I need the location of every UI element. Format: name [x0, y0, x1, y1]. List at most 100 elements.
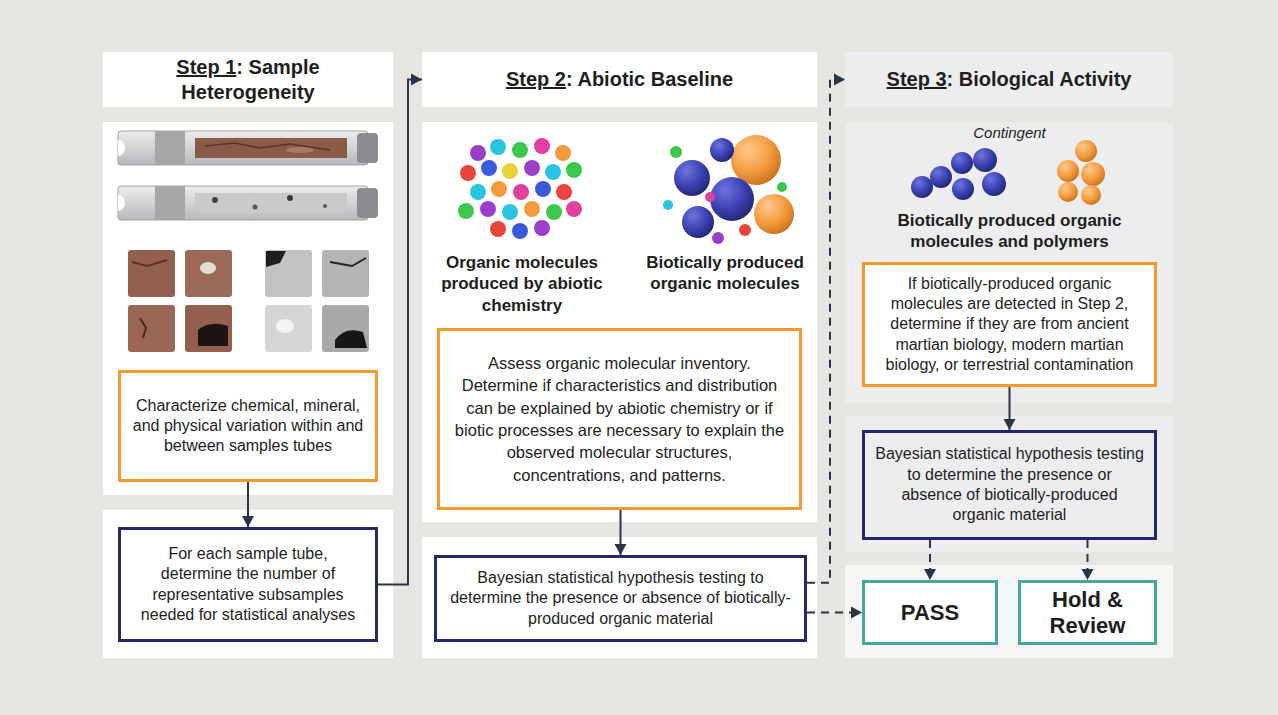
molecule — [502, 204, 518, 220]
dashed-connector — [807, 74, 845, 583]
box-text: Characterize chemical, mineral, and phys… — [129, 396, 367, 457]
molecule — [470, 184, 486, 200]
text-wrap: Characterize chemical, mineral, and phys… — [129, 396, 367, 457]
molecule — [490, 139, 506, 155]
molecule — [534, 138, 550, 154]
sample-tube — [118, 186, 378, 220]
connector-line — [247, 482, 249, 527]
box-text: Hold & Review — [1029, 587, 1146, 638]
connector-line — [929, 540, 931, 580]
molecule — [546, 204, 562, 220]
process-box: Bayesian statistical hypothesis testing … — [434, 555, 807, 642]
molecule-caption: Organic molecules produced by abiotic ch… — [430, 252, 614, 316]
text-wrap: Bayesian statistical hypothesis testing … — [447, 568, 794, 629]
arrow-head — [242, 516, 254, 527]
rock-texture — [200, 262, 216, 274]
molecule — [982, 172, 1006, 196]
rock-texture — [335, 330, 367, 348]
molecule — [566, 162, 582, 178]
molecule — [710, 138, 734, 162]
molecule — [460, 165, 476, 181]
sample-square — [265, 250, 312, 297]
molecule — [663, 200, 673, 210]
connector — [1004, 387, 1016, 430]
box-text: PASS — [901, 600, 959, 625]
box-text: For each sample tube, determine the numb… — [131, 544, 365, 625]
text-wrap: Bayesian statistical hypothesis testing … — [875, 444, 1144, 525]
outcome-box: PASS — [862, 580, 998, 645]
molecule — [556, 184, 572, 200]
tube-band — [155, 186, 185, 220]
connector-line — [378, 80, 422, 585]
process-box: If biotically-produced organic molecules… — [862, 262, 1157, 387]
molecule — [555, 145, 571, 161]
polymer-molecules — [911, 140, 1105, 205]
rock-texture — [286, 147, 314, 153]
connector-line — [807, 80, 845, 583]
molecule — [1057, 160, 1079, 182]
connector — [378, 74, 422, 585]
connector — [615, 510, 627, 555]
connector-line — [1009, 387, 1011, 430]
sample-square — [128, 305, 175, 352]
tube-notch — [118, 195, 125, 211]
process-box: For each sample tube, determine the numb… — [118, 527, 378, 642]
molecule — [513, 184, 529, 200]
molecule — [524, 201, 540, 217]
biotic-molecules — [663, 135, 794, 244]
connector-line — [807, 612, 862, 614]
panel — [845, 565, 1173, 658]
molecule — [512, 142, 528, 158]
tube-band — [155, 131, 185, 165]
arrow-head — [834, 74, 845, 86]
header-text: Step 2 — [506, 68, 566, 90]
rock-texture — [212, 197, 218, 203]
process-box: Bayesian statistical hypothesis testing … — [862, 430, 1157, 540]
molecule-caption: Biotically produced organic molecules an… — [862, 210, 1157, 253]
rock-texture — [266, 251, 286, 267]
process-box: Assess organic molecular inventory. Dete… — [437, 328, 802, 510]
panel — [845, 122, 1173, 403]
text-wrap: Assess organic molecular inventory. Dete… — [450, 352, 789, 487]
connector-line — [1087, 540, 1089, 580]
tube-body — [118, 131, 368, 165]
arrow-head — [1082, 569, 1094, 580]
molecule — [481, 160, 497, 176]
panel — [103, 122, 393, 495]
sample-square — [185, 250, 232, 297]
rock-core — [195, 193, 347, 213]
molecule — [930, 166, 952, 188]
molecule — [670, 146, 682, 158]
arrow-head — [851, 607, 862, 619]
molecule — [731, 135, 781, 185]
molecule — [1081, 162, 1105, 186]
sample-square — [185, 305, 232, 352]
molecule — [490, 221, 506, 237]
molecule — [480, 201, 496, 217]
panel — [422, 122, 817, 522]
sample-square — [322, 250, 369, 297]
rock-texture — [253, 205, 258, 210]
arrow-head — [615, 544, 627, 555]
molecule — [911, 176, 933, 198]
sample-image — [128, 250, 232, 352]
molecule-caption: Biotically produced organic molecules — [638, 252, 812, 295]
header-text: Step 1 — [176, 56, 236, 78]
box-text: If biotically-produced organic molecules… — [873, 274, 1146, 376]
text-wrap: Hold & Review — [1029, 587, 1146, 638]
tube-body — [118, 186, 368, 220]
molecule — [1075, 140, 1097, 162]
molecule — [710, 177, 754, 221]
tube-cap — [357, 133, 378, 163]
molecule — [754, 194, 794, 234]
sample-image — [265, 250, 369, 352]
box-text: Bayesian statistical hypothesis testing … — [447, 568, 794, 629]
header-text: Step 3 — [887, 68, 947, 90]
molecule — [682, 206, 714, 238]
text-wrap: For each sample tube, determine the numb… — [131, 544, 365, 625]
molecule — [524, 160, 540, 176]
panel — [845, 416, 1173, 552]
arrow-head — [411, 74, 422, 86]
dashed-connector — [807, 607, 862, 619]
molecule — [545, 164, 561, 180]
